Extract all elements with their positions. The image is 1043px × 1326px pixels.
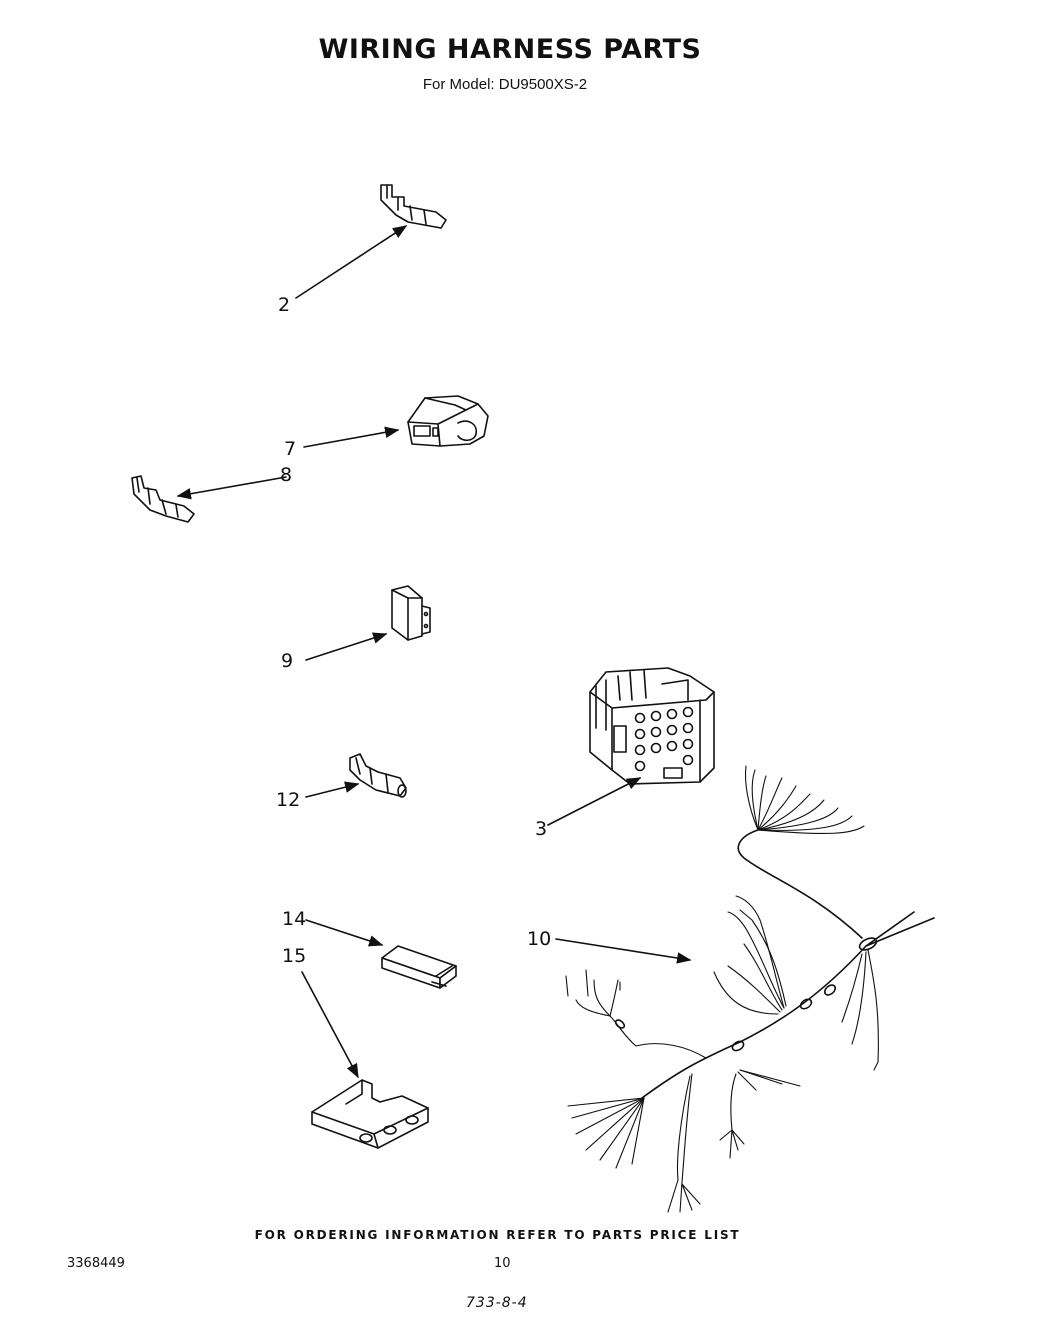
part-2-terminal — [380, 184, 447, 229]
part-8-terminal — [131, 475, 195, 523]
callout-14: 14 — [282, 908, 307, 930]
callout-15: 15 — [282, 945, 307, 967]
leader-line-8 — [176, 476, 287, 500]
leader-line-9 — [305, 632, 388, 661]
part-3-connector — [589, 667, 715, 785]
leader-line-2 — [295, 225, 408, 299]
handwritten-code: 733-8-4 — [466, 1295, 528, 1311]
part-7-connector-housing — [407, 395, 489, 447]
page-number: 10 — [494, 1256, 511, 1271]
callout-3: 3 — [535, 818, 548, 840]
part-14-jumper — [381, 945, 457, 989]
page-title: WIRING HARNESS PARTS — [318, 34, 702, 65]
document-number: 3368449 — [67, 1256, 125, 1271]
part-15-terminal-block — [311, 1079, 429, 1149]
leader-line-7 — [303, 426, 400, 448]
callout-9: 9 — [281, 650, 294, 672]
callout-12: 12 — [276, 789, 301, 811]
leader-line-3 — [547, 777, 642, 826]
ordering-note: FOR ORDERING INFORMATION REFER TO PARTS … — [254, 1228, 741, 1242]
leader-line-14 — [305, 919, 384, 947]
part-9-clip — [391, 585, 431, 641]
leader-line-10 — [555, 938, 692, 964]
part-10-wiring-harness — [565, 765, 935, 1213]
callout-10: 10 — [527, 928, 552, 950]
callout-8: 8 — [280, 464, 293, 486]
callout-2: 2 — [278, 294, 291, 316]
model-subtitle: For Model: DU9500XS-2 — [422, 76, 588, 93]
leader-line-15 — [301, 971, 359, 1079]
leader-line-12 — [305, 781, 360, 798]
part-12-terminal — [349, 753, 407, 798]
callout-7: 7 — [284, 438, 297, 460]
